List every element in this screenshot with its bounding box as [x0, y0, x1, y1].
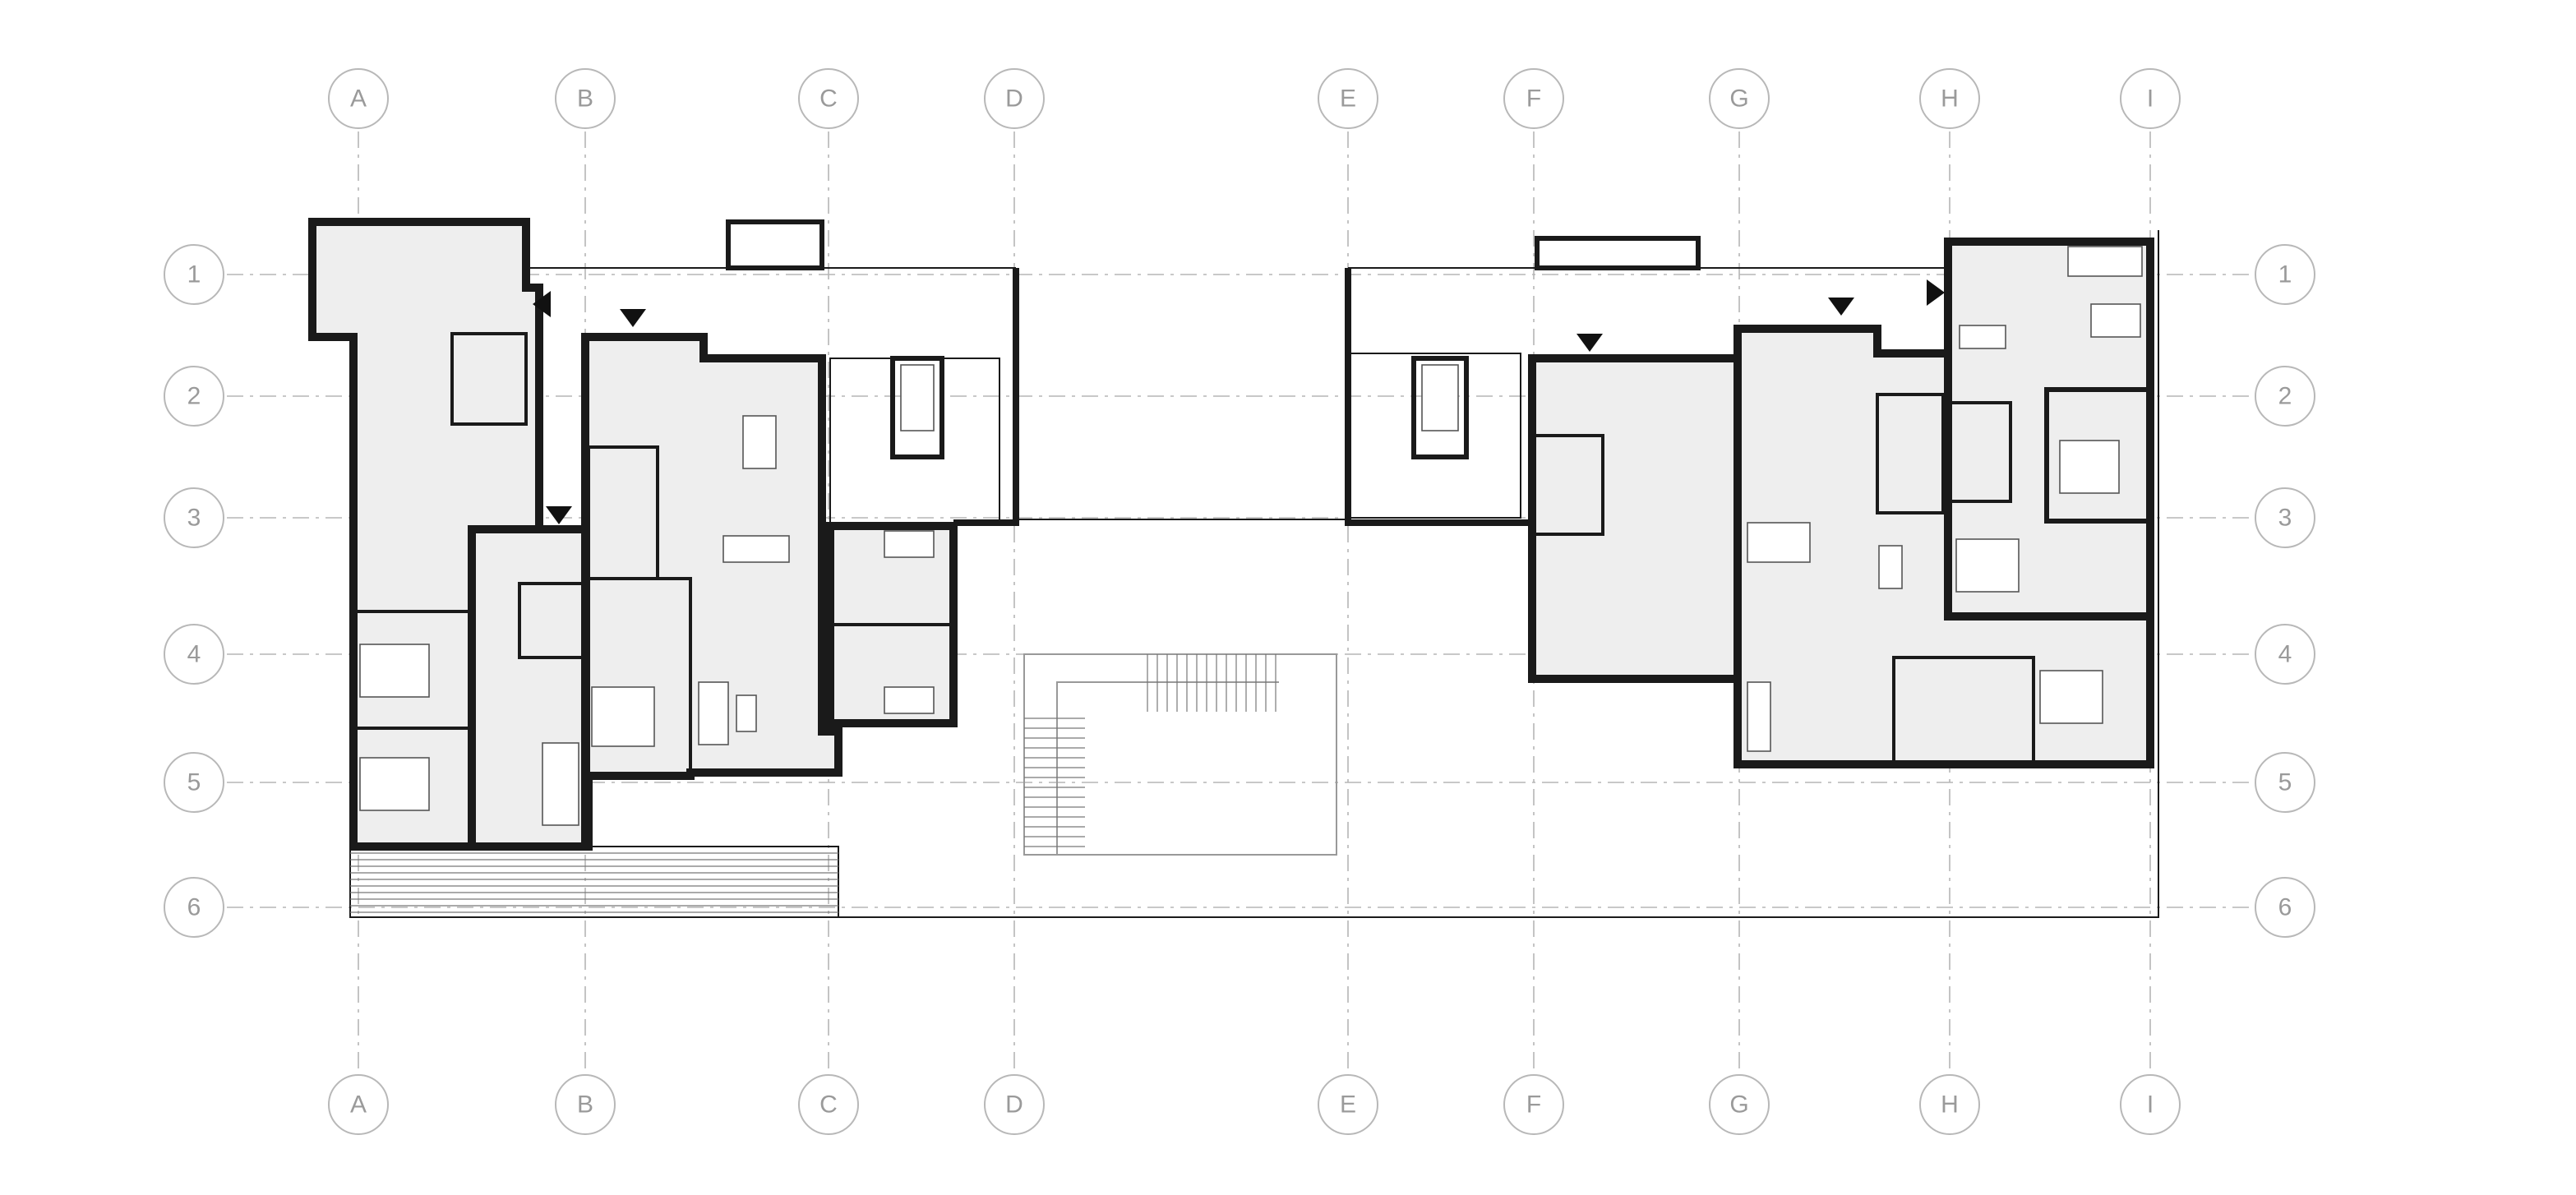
- grid-column-bottom-label: F: [1526, 1091, 1541, 1119]
- grid-row-left-bubble: [164, 877, 224, 938]
- grid-column-top-label: B: [577, 85, 593, 113]
- grid-row-right-bubble: [2255, 366, 2315, 427]
- grid-row-left-label: 4: [187, 641, 201, 668]
- left-building: [308, 218, 1019, 851]
- grid-row-left-bubble: [164, 752, 224, 813]
- grid-row-right-label: 5: [2278, 769, 2292, 796]
- grid-column-top-bubble: [2120, 68, 2181, 129]
- grid-row-right-bubble: [2255, 624, 2315, 685]
- grid-row-right-label: 3: [2278, 505, 2292, 532]
- sofa: [1747, 681, 1771, 752]
- grid-column-top-label: I: [2147, 85, 2154, 113]
- grid-column-top-bubble: [984, 68, 1045, 129]
- grid-column-bottom-label: E: [1340, 1091, 1356, 1119]
- sofa: [698, 681, 729, 745]
- kitchen-island: [1878, 545, 1903, 589]
- grid-row-right-bubble: [2255, 487, 2315, 548]
- grid-column-top-bubble: [555, 68, 616, 129]
- bed: [591, 686, 655, 747]
- sofa: [2090, 303, 2141, 338]
- entry-arrow-icon: [546, 506, 572, 524]
- bed: [359, 644, 430, 698]
- grid-column-top-bubble: [1919, 68, 1980, 129]
- right-building: [1345, 238, 2154, 768]
- wardrobe: [542, 742, 579, 826]
- coffee-table: [736, 694, 757, 732]
- grid-column-top-label: F: [1526, 85, 1541, 113]
- grid-column-top-bubble: [328, 68, 389, 129]
- entry-arrow-icon: [1828, 298, 1854, 316]
- entry-arrow-icon: [1927, 279, 1945, 306]
- grid-column-top-label: G: [1729, 85, 1748, 113]
- grid-column-bottom-bubble: [328, 1074, 389, 1135]
- desk: [884, 530, 935, 558]
- grid-row-right-bubble: [2255, 244, 2315, 305]
- grid-row-left-bubble: [164, 624, 224, 685]
- bed: [2059, 440, 2120, 494]
- entry-arrow-icon: [533, 291, 551, 317]
- bed: [359, 757, 430, 811]
- grid-column-top-bubble: [1709, 68, 1770, 129]
- grid-column-bottom-label: H: [1941, 1091, 1959, 1119]
- grid-column-top-bubble: [798, 68, 859, 129]
- grid-row-left-bubble: [164, 244, 224, 305]
- apartment-3: [581, 333, 843, 851]
- grid-column-bottom-label: D: [1005, 1091, 1023, 1119]
- entry-arrow-icon: [1577, 334, 1603, 352]
- exterior-stair: [1023, 653, 1337, 856]
- grid-row-left-bubble: [164, 366, 224, 427]
- grid-column-bottom-label: G: [1729, 1091, 1748, 1119]
- grid-column-top-bubble: [1318, 68, 1378, 129]
- bed: [2039, 670, 2103, 724]
- grid-column-bottom-label: C: [819, 1091, 838, 1119]
- grid-column-bottom-bubble: [1503, 1074, 1564, 1135]
- grid-row-right-bubble: [2255, 752, 2315, 813]
- grid-row-right-bubble: [2255, 877, 2315, 938]
- grid-column-bottom-bubble: [984, 1074, 1045, 1135]
- grid-column-bottom-bubble: [1709, 1074, 1770, 1135]
- dining-table: [722, 535, 790, 563]
- grid-row-right-label: 4: [2278, 641, 2292, 668]
- grid-row-right-label: 1: [2278, 261, 2292, 288]
- grid-column-bottom-label: I: [2147, 1091, 2154, 1119]
- grid-column-top-label: H: [1941, 85, 1959, 113]
- grid-row-left-bubble: [164, 487, 224, 548]
- grid-column-top-label: D: [1005, 85, 1023, 113]
- grid-row-right-label: 2: [2278, 383, 2292, 410]
- grid-row-left-label: 5: [187, 769, 201, 796]
- grid-row-left-label: 1: [187, 261, 201, 288]
- grid-column-top-label: E: [1340, 85, 1356, 113]
- grid-row-left-label: 6: [187, 894, 201, 921]
- terrace-deck: [349, 846, 839, 918]
- dining-table: [1959, 325, 2006, 349]
- grid-row-left-label: 2: [187, 383, 201, 410]
- bed: [1955, 538, 2020, 593]
- grid-column-bottom-bubble: [1919, 1074, 1980, 1135]
- site-outline: [350, 219, 2159, 918]
- kitchen-counter: [2067, 246, 2143, 277]
- grid-column-bottom-bubble: [798, 1074, 859, 1135]
- grid-column-top-label: A: [350, 85, 367, 113]
- grid-column-top-bubble: [1503, 68, 1564, 129]
- desk: [884, 686, 935, 714]
- grid-row-right-label: 6: [2278, 894, 2292, 921]
- grid-column-top-label: C: [819, 85, 838, 113]
- grid-column-bottom-label: B: [577, 1091, 593, 1119]
- apartment-4: [1528, 354, 1742, 683]
- dining-table: [1747, 522, 1811, 563]
- grid-column-bottom-bubble: [2120, 1074, 2181, 1135]
- grid-row-left-label: 3: [187, 505, 201, 532]
- kitchen-island: [742, 415, 777, 469]
- entrance-markers: [533, 279, 1945, 524]
- entry-arrow-icon: [620, 309, 646, 327]
- grid-column-bottom-label: A: [350, 1091, 367, 1119]
- grid-column-bottom-bubble: [555, 1074, 616, 1135]
- grid-column-bottom-bubble: [1318, 1074, 1378, 1135]
